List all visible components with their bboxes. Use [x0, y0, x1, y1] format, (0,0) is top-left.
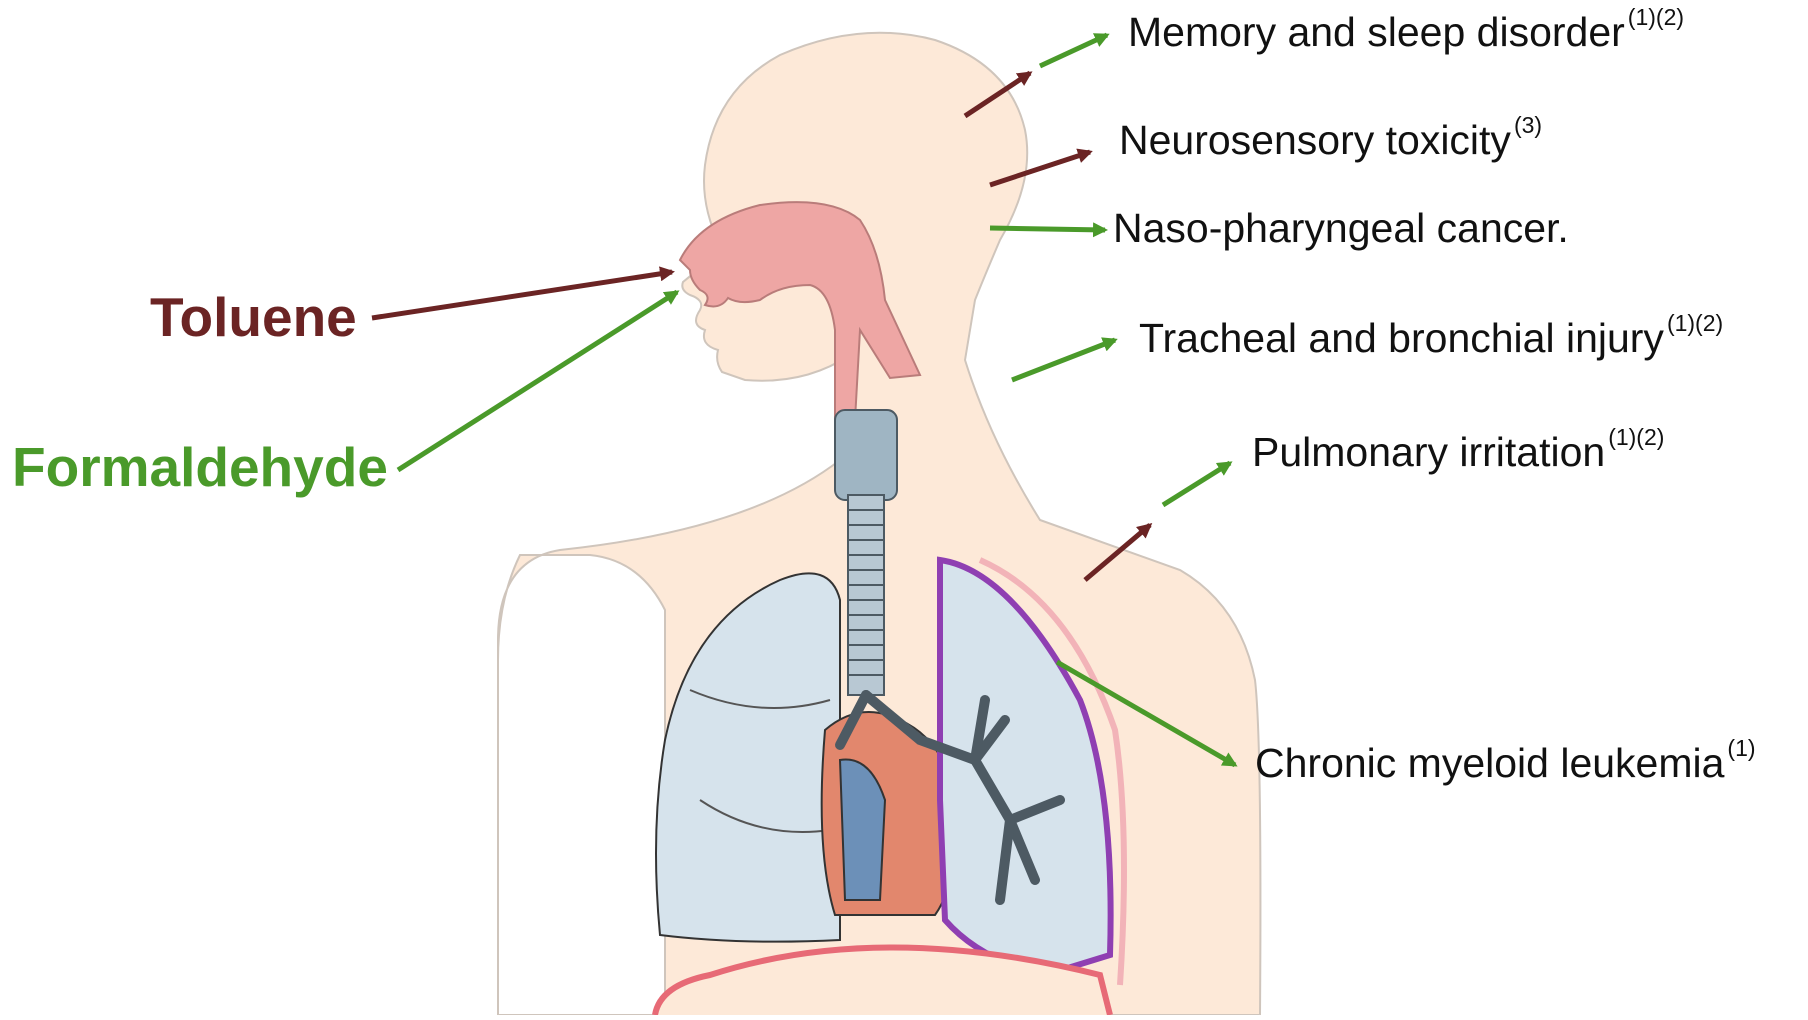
- pulmonary-arrow-formaldehyde: [1163, 463, 1230, 505]
- effect-tracheal: Tracheal and bronchial injury(1)(2): [1139, 318, 1723, 359]
- memory-arrow-formaldehyde: [1040, 35, 1107, 66]
- effect-naso-pharyngeal: Naso-pharyngeal cancer.: [1113, 208, 1569, 249]
- larynx: [835, 410, 897, 500]
- effect-pulmonary: Pulmonary irritation(1)(2): [1252, 432, 1664, 473]
- naso-arrow: [990, 228, 1105, 230]
- toluene-label: Toluene: [150, 290, 357, 345]
- effect-cml: Chronic myeloid leukemia(1): [1255, 743, 1756, 784]
- tracheal-arrow: [1012, 340, 1115, 380]
- formaldehyde-arrow: [398, 292, 677, 470]
- effect-memory: Memory and sleep disorder(1)(2): [1128, 12, 1684, 53]
- effect-neurosensory: Neurosensory toxicity(3): [1119, 120, 1542, 161]
- formaldehyde-label: Formaldehyde: [12, 440, 388, 495]
- toluene-arrow: [372, 272, 672, 318]
